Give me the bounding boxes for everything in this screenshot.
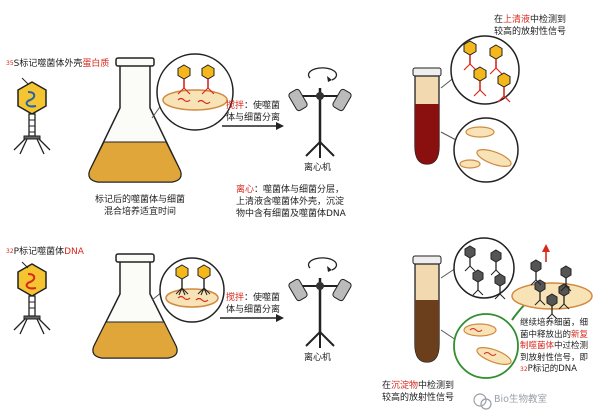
test-tube-bottom — [412, 255, 442, 363]
side-line-3b: 中过检测 — [554, 341, 589, 351]
mix-line-1: 标记后的噬菌体与细菌 — [94, 195, 185, 205]
mix-caption: 标记后的噬菌体与细菌 混合培养适宜时间 — [84, 194, 196, 218]
centrifuge-note: 离心：噬菌体与细菌分层， 上清液含噬菌体外壳，沉淀 物中含有细菌及噬菌体DNA — [236, 184, 346, 220]
result-keyword: 沉淀物 — [391, 381, 419, 391]
stir-line-2: 体与细菌分离 — [226, 305, 281, 315]
side-line-5: P标记的DNA — [527, 364, 577, 374]
centrifuge-label-bottom: 离心机 — [304, 353, 332, 363]
label-text: P标记噬菌体 — [13, 247, 65, 257]
side-line-4: 到放射性信号，即 — [520, 352, 589, 363]
labelled-phage-dna — [13, 263, 51, 335]
flask-bottom — [92, 253, 178, 359]
zoom-circle-pellet — [453, 117, 519, 183]
result-text-c: 中检测到 — [530, 15, 567, 25]
watermark-icon — [473, 393, 492, 410]
zoom-circle-infection-dna — [159, 257, 225, 323]
progeny-caption: 继续培养细菌，细 菌中释放出的新复 制噬菌体中过检测 到放射性信号，即 32P标… — [520, 318, 588, 376]
zoom-circle-supernatant-dna — [453, 237, 515, 300]
mix-line-2: 混合培养适宜时间 — [103, 207, 176, 217]
centrifuge-label-top: 离心机 — [304, 163, 332, 173]
stir-caption-bottom: 搅拌：使噬菌 体与细菌分离 — [226, 292, 280, 316]
result-caption-top: 在上清液中检测到 较高的放射性信号 — [494, 14, 566, 38]
stir-line-2: 体与细菌分离 — [226, 113, 281, 123]
label-pointer — [21, 77, 29, 85]
label-35s-protein: 35S标记噬菌体外壳蛋白质 — [6, 58, 109, 70]
centrifuge-bottom — [288, 257, 352, 348]
stir-caption-top: 搅拌：使噬菌 体与细菌分离 — [226, 100, 280, 124]
note-line-2: 上清液含噬菌体外壳，沉淀 — [236, 197, 345, 207]
label-text: S标记噬菌体外壳 — [13, 59, 83, 69]
label-highlight: 蛋白质 — [82, 59, 110, 69]
note-line-3: 物中含有细菌及噬菌体DNA — [236, 209, 346, 219]
flask-top — [88, 57, 182, 183]
label-highlight: DNA — [64, 247, 84, 257]
side-line-2a: 菌中释放出的 — [520, 329, 572, 340]
note-text: ：噬菌体与细菌分层， — [254, 185, 345, 195]
side-line-1: 继续培养细菌，细 — [520, 318, 589, 328]
result-text-a: 在 — [382, 381, 392, 391]
label-sup: 35 — [6, 60, 14, 67]
test-tube-top — [412, 67, 442, 165]
zoom-circle-infection — [156, 53, 234, 131]
side-line-3a: 制噬菌体 — [520, 341, 555, 351]
stir-keyword: 搅拌 — [226, 101, 245, 111]
result-line-2: 较高的放射性信号 — [382, 393, 455, 403]
zoom-circle-supernatant — [450, 35, 520, 105]
stir-keyword: 搅拌 — [226, 293, 245, 303]
result-text-a: 在 — [494, 15, 504, 25]
progeny-release — [511, 244, 593, 320]
zoom-circle-pellet-dna — [453, 313, 519, 379]
result-keyword: 上清液 — [503, 15, 531, 25]
centrifuge-top — [288, 67, 352, 158]
result-text-c: 中检测到 — [418, 381, 455, 391]
labelled-phage-protein — [13, 81, 51, 155]
note-keyword: 离心 — [236, 185, 255, 195]
side-line-2b: 新复 — [571, 329, 589, 340]
side-line-5-sup: 32 — [520, 366, 528, 373]
result-caption-bottom: 在沉淀物中检测到 较高的放射性信号 — [382, 380, 454, 404]
stir-text: ：使噬菌 — [244, 293, 281, 303]
result-line-2: 较高的放射性信号 — [494, 27, 567, 37]
stir-text: ：使噬菌 — [244, 101, 281, 111]
label-32p-dna: 32P标记噬菌体DNA — [6, 246, 84, 258]
label-sup: 32 — [6, 248, 14, 255]
watermark-text: Bio生物教室 — [494, 394, 547, 405]
